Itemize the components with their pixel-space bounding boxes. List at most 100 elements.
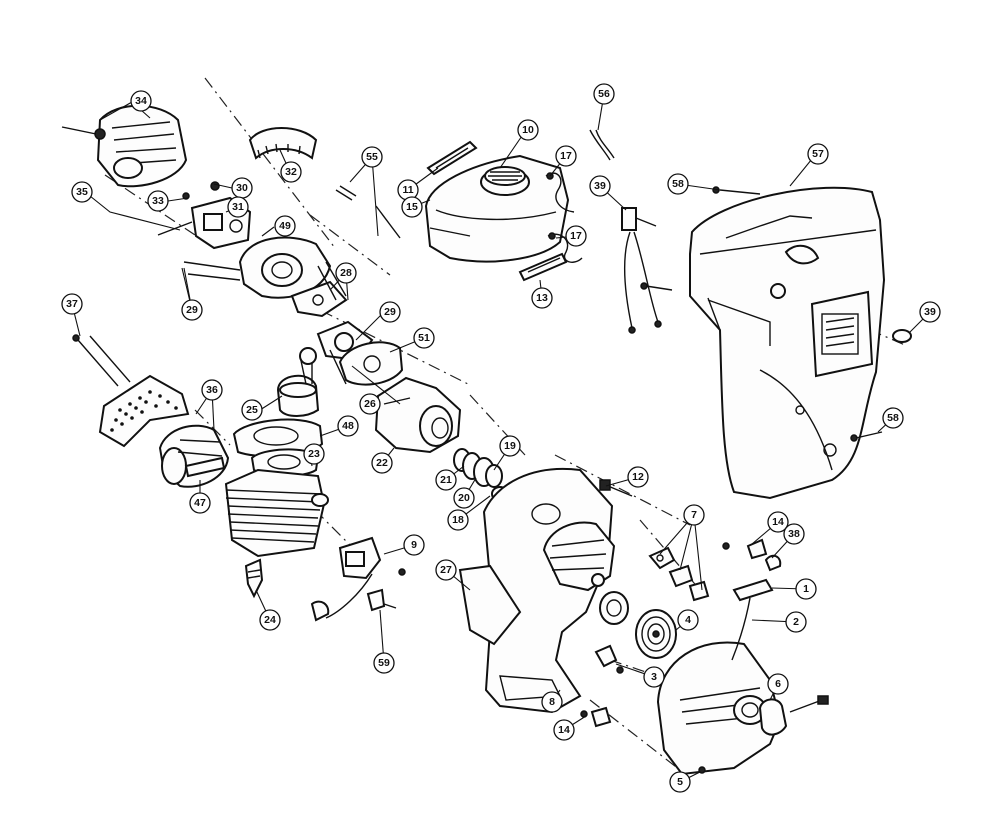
callout-29-lower: 29 [379,301,401,323]
callout-12: 12 [627,466,649,488]
svg-text:14: 14 [558,724,570,736]
crankcase-gasket [338,341,404,386]
callout-13: 13 [531,287,553,309]
callout-27: 27 [435,559,457,581]
bearings-and-seals [453,448,509,502]
svg-text:6: 6 [775,678,781,690]
callout-25: 25 [241,399,263,421]
svg-text:31: 31 [232,201,244,213]
svg-text:4: 4 [685,614,691,626]
svg-text:21: 21 [440,474,452,486]
svg-text:13: 13 [536,292,548,304]
fuel-tank [424,154,570,263]
clip [580,706,612,728]
ignition-module [310,536,406,622]
svg-text:33: 33 [152,195,164,207]
callout-5: 5 [669,771,691,793]
callout-9: 9 [403,534,425,556]
engine-housing [689,186,886,500]
svg-text:5: 5 [677,776,683,788]
callout-47: 47 [189,492,211,514]
callout-19: 19 [499,435,521,457]
svg-text:34: 34 [135,95,147,107]
crankcase-half [374,376,462,454]
svg-text:10: 10 [522,124,534,136]
svg-text:39: 39 [924,306,936,318]
callout-17-bottom: 17 [565,225,587,247]
starter-handle-rope [731,578,774,661]
callout-36-left: 36 [201,379,223,401]
pawls [722,538,782,572]
svg-text:15: 15 [406,201,418,213]
spark-plug [244,558,264,599]
intake-gasket [290,280,348,318]
callout-58-top: 58 [667,173,689,195]
svg-text:1: 1 [803,583,809,595]
callout-15: 15 [401,196,423,218]
cylinder-gaskets [232,418,324,477]
callout-20: 20 [453,487,475,509]
svg-text:24: 24 [264,614,276,626]
svg-text:37: 37 [66,298,78,310]
callout-22: 22 [371,452,393,474]
housing-screws [640,186,883,442]
svg-text:25: 25 [246,404,258,416]
clutch-parts [648,546,710,602]
callout-2: 2 [785,611,807,633]
svg-text:36: 36 [206,384,218,396]
misc-screws [317,185,401,301]
svg-text:8: 8 [549,696,555,708]
callout-1: 1 [795,578,817,600]
callout-8: 8 [541,691,563,713]
callout-58-bottom: 58 [882,407,904,429]
callout-48: 48 [337,415,359,437]
vent-hose [589,129,615,161]
callout-59: 59 [373,652,395,674]
muffler-bracket [98,374,190,448]
callout-24: 24 [259,609,281,631]
svg-text:28: 28 [340,267,352,279]
callout-10: 10 [517,119,539,141]
callout-7: 7 [683,504,705,526]
callout-32: 32 [280,161,302,183]
starter-pulley [599,591,629,625]
fan-housing [458,467,614,714]
callout-4: 4 [677,609,699,631]
svg-text:30: 30 [236,182,248,194]
callout-29-upper: 29 [181,299,203,321]
rewind-spring [635,609,677,659]
svg-text:51: 51 [418,332,430,344]
cylinder [224,468,329,558]
switch-and-wires [621,207,662,334]
callout-55: 55 [361,146,383,168]
callout-35: 35 [71,181,93,203]
svg-text:39: 39 [594,180,606,192]
callout-51: 51 [413,327,435,349]
svg-text:58: 58 [672,178,684,190]
intake-adapter [183,236,332,299]
air-filter-element [248,127,318,160]
svg-text:59: 59 [378,657,390,669]
svg-text:14: 14 [772,516,784,528]
piston [276,347,320,417]
muffler [158,424,230,488]
grommet [892,329,912,343]
svg-text:17: 17 [560,150,572,162]
callout-56: 56 [593,83,615,105]
callout-33: 33 [147,190,169,212]
svg-text:32: 32 [285,166,297,178]
svg-text:29: 29 [384,306,396,318]
svg-text:18: 18 [452,514,464,526]
callout-37: 37 [61,293,83,315]
callout-14-top: 14 [767,511,789,533]
svg-text:58: 58 [887,412,899,424]
callout-30: 30 [231,177,253,199]
flywheel [542,521,616,592]
callout-31: 31 [227,196,249,218]
tank-rubber-strips [426,140,568,282]
svg-text:27: 27 [440,564,452,576]
muffler-bolts [72,334,131,387]
svg-text:35: 35 [76,186,88,198]
callout-23: 23 [303,443,325,465]
callout-49: 49 [274,215,296,237]
